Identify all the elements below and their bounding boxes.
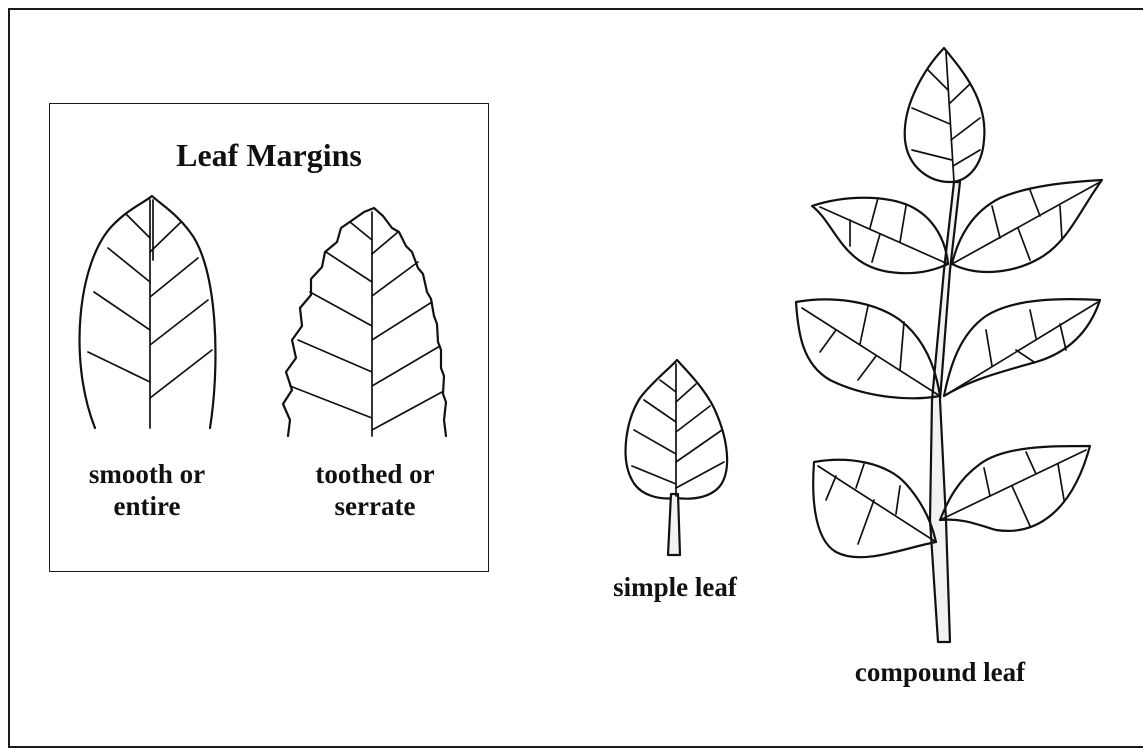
smooth-leaf-caption: smooth or entire xyxy=(62,458,232,523)
compound-leaf-drawing xyxy=(794,46,1104,644)
serrate-leaf-drawing xyxy=(281,206,448,438)
compound-leaf-caption: compound leaf xyxy=(854,657,1026,687)
toothed-caption-line-1: toothed or xyxy=(315,459,435,489)
smooth-caption-line-2: entire xyxy=(113,491,181,522)
leaf-margins-title: Leaf Margins xyxy=(176,137,362,173)
simple-leaf-drawing xyxy=(624,358,729,557)
smooth-leaf-drawing xyxy=(78,194,217,430)
leaf-margins-panel xyxy=(49,103,489,572)
smooth-caption-line-1: smooth or xyxy=(88,459,206,489)
toothed-caption-line-2: serrate xyxy=(334,491,416,522)
toothed-leaf-caption: toothed or serrate xyxy=(290,458,460,523)
simple-leaf-caption: simple leaf xyxy=(613,572,737,602)
